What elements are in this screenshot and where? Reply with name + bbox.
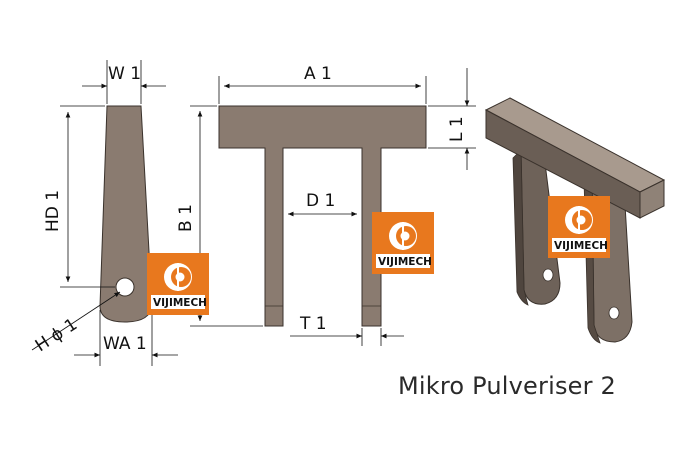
logo-text: VIJIMECH bbox=[554, 240, 608, 252]
dim-hd1: HD 1 bbox=[43, 190, 63, 232]
dim-wa1: WA 1 bbox=[103, 334, 147, 354]
side-view: W 1 HD 1 H ɸ 1 WA 1 bbox=[31, 60, 178, 366]
iso-right-hole bbox=[608, 306, 620, 320]
dim-w1: W 1 bbox=[108, 64, 141, 84]
caption: Mikro Pulveriser 2 bbox=[398, 372, 616, 400]
dim-t1: T 1 bbox=[299, 314, 327, 334]
iso-left-hole bbox=[542, 268, 554, 282]
dim-a1: A 1 bbox=[304, 64, 332, 84]
dim-b1: B 1 bbox=[176, 204, 196, 232]
dim-l1: L 1 bbox=[447, 116, 467, 142]
logo-text: VIJIMECH bbox=[153, 297, 207, 309]
side-view-hole bbox=[115, 277, 135, 297]
iso-left-leg bbox=[520, 149, 561, 305]
front-view: A 1 L 1 B 1 D 1 T 1 bbox=[176, 64, 476, 346]
vijimech-logo: VIJIMECH bbox=[147, 253, 209, 315]
iso-top-bar-end bbox=[639, 179, 665, 219]
vijimech-logo: VIJIMECH bbox=[372, 212, 434, 274]
dim-h-phi1: H ɸ 1 bbox=[32, 315, 81, 357]
vijimech-logo: VIJIMECH bbox=[548, 196, 610, 258]
logo-text: VIJIMECH bbox=[378, 256, 432, 268]
dim-d1: D 1 bbox=[306, 191, 335, 211]
